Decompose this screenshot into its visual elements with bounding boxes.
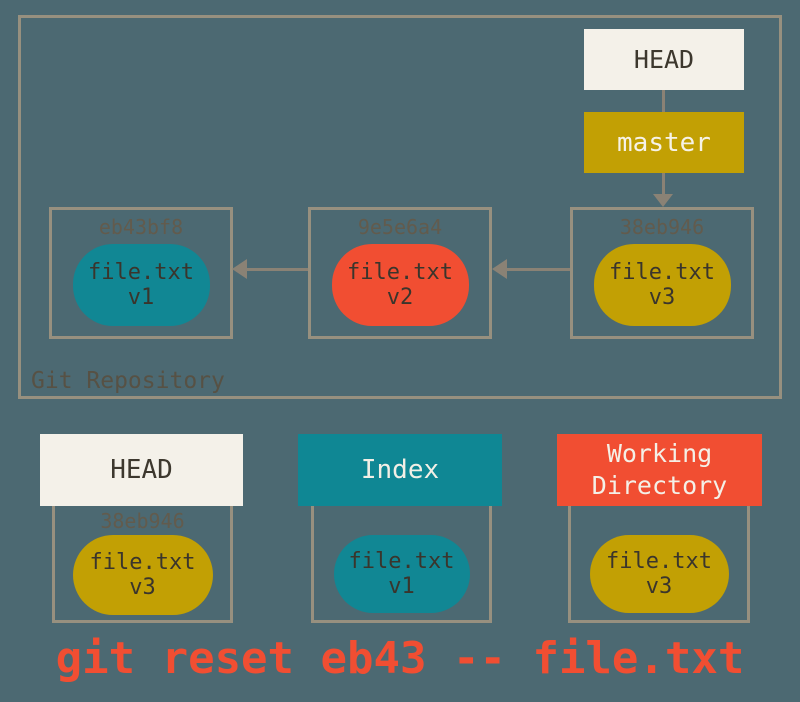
branch-master-box: master xyxy=(584,112,744,173)
file-version: v2 xyxy=(386,285,414,310)
head-ref-box: HEAD xyxy=(584,29,744,90)
working-directory-title: Working Directory xyxy=(591,438,728,501)
working-directory-box: file.txt v3 xyxy=(568,506,750,623)
arrow-master-to-commit-line xyxy=(662,173,665,195)
file-version: v3 xyxy=(645,574,673,599)
index-area-header: Index xyxy=(298,434,502,506)
arrow-commit2-to-commit1-line xyxy=(244,268,308,271)
arrow-commit3-to-commit2-line xyxy=(505,268,570,271)
commit-hash: eb43bf8 xyxy=(98,215,184,239)
head-area-title: HEAD xyxy=(110,455,173,485)
file-name: file.txt xyxy=(347,259,453,285)
git-repository-label: Git Repository xyxy=(31,368,225,394)
git-repository-box: Git Repository xyxy=(18,15,782,399)
head-area-box: 38eb946 file.txt v3 xyxy=(52,506,233,623)
branch-master-label: master xyxy=(617,127,711,158)
file-blob-v3: file.txt v3 xyxy=(593,244,731,326)
index-area-box: file.txt v1 xyxy=(311,506,492,623)
commit-box-9e5e6a4: 9e5e6a4 file.txt v2 xyxy=(308,207,492,339)
file-version: v1 xyxy=(127,285,155,310)
file-blob-v2: file.txt v2 xyxy=(331,244,469,326)
file-name: file.txt xyxy=(88,259,194,285)
commit-box-38eb946: 38eb946 file.txt v3 xyxy=(570,207,754,339)
connector-head-to-master xyxy=(662,90,665,112)
head-ref-label: HEAD xyxy=(633,45,695,74)
file-version: v3 xyxy=(129,575,156,600)
head-area-header: HEAD xyxy=(40,434,243,506)
file-name: file.txt xyxy=(348,548,455,574)
working-directory-header: Working Directory xyxy=(557,434,762,506)
index-area-title: Index xyxy=(360,455,440,485)
file-name: file.txt xyxy=(606,548,712,574)
commit-box-eb43bf8: eb43bf8 file.txt v1 xyxy=(49,207,233,339)
arrow-left-head-icon xyxy=(232,259,247,279)
index-area-file-blob: file.txt v1 xyxy=(333,535,470,613)
arrow-left-head-icon xyxy=(492,259,507,279)
arrow-down-head-icon xyxy=(653,194,673,207)
commit-hash: 9e5e6a4 xyxy=(357,215,443,239)
file-version: v1 xyxy=(388,574,415,599)
file-version: v3 xyxy=(648,285,676,310)
working-directory-file-blob: file.txt v3 xyxy=(589,535,729,613)
file-name: file.txt xyxy=(609,259,715,285)
commit-hash: 38eb946 xyxy=(619,215,705,239)
file-blob-v1: file.txt v1 xyxy=(72,244,210,326)
head-area-hash: 38eb946 xyxy=(100,509,185,533)
file-name: file.txt xyxy=(89,549,196,575)
head-area-file-blob: file.txt v3 xyxy=(72,535,213,615)
git-command-text: git reset eb43 -- file.txt xyxy=(55,633,745,684)
